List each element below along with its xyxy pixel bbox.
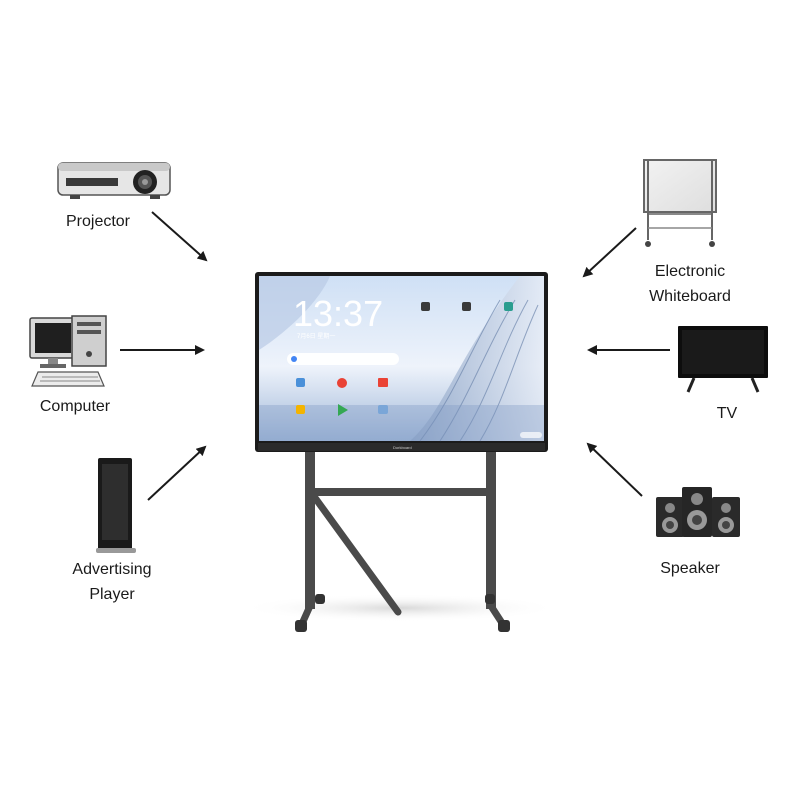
label-computer: Computer — [39, 398, 111, 415]
label-electronic-whiteboard: Electronic Whiteboard — [630, 259, 750, 309]
arrow-speaker — [586, 442, 643, 497]
tv-icon — [678, 326, 768, 393]
screen-app-icon — [378, 378, 388, 387]
screen-app-icon — [337, 378, 347, 388]
label-advertising-player: Advertising Player — [52, 557, 172, 607]
screen-widget-icon — [462, 302, 471, 311]
label-advertising-player-line1: Advertising — [72, 561, 152, 578]
whiteboard-icon — [643, 159, 717, 247]
arrow-projector — [151, 211, 208, 262]
screen-widget-icon — [421, 302, 430, 311]
screen-taskbar-controls — [520, 432, 542, 438]
display-stand — [295, 449, 510, 632]
interactive-display: 13:37 7月6日 星期一 Dorkboard — [240, 272, 560, 632]
screen-clock: 13:37 — [293, 293, 383, 334]
label-advertising-player-line2: Player — [89, 586, 135, 603]
label-electronic-whiteboard-line1: Electronic — [654, 263, 726, 280]
screen-app-icon — [378, 405, 388, 414]
display-brand-logo: Dorkboard — [393, 445, 412, 450]
speaker-icon — [656, 487, 740, 537]
label-speaker: Speaker — [660, 560, 720, 577]
label-electronic-whiteboard-line2: Whiteboard — [649, 288, 731, 305]
screen-date: 7月6日 星期一 — [297, 332, 335, 340]
arrow-advertising-player — [147, 445, 207, 501]
screen-widget-icon — [504, 302, 513, 311]
screen-app-icon — [296, 405, 305, 414]
advertising-player-icon — [96, 458, 136, 553]
screen-search-bar — [287, 353, 399, 365]
arrow-whiteboard — [582, 227, 637, 278]
label-projector: Projector — [65, 213, 131, 230]
screen-app-icon — [338, 404, 348, 416]
screen-app-icon — [296, 378, 305, 387]
projector-icon — [57, 162, 171, 199]
computer-icon — [29, 315, 107, 387]
label-tv: TV — [716, 405, 738, 422]
